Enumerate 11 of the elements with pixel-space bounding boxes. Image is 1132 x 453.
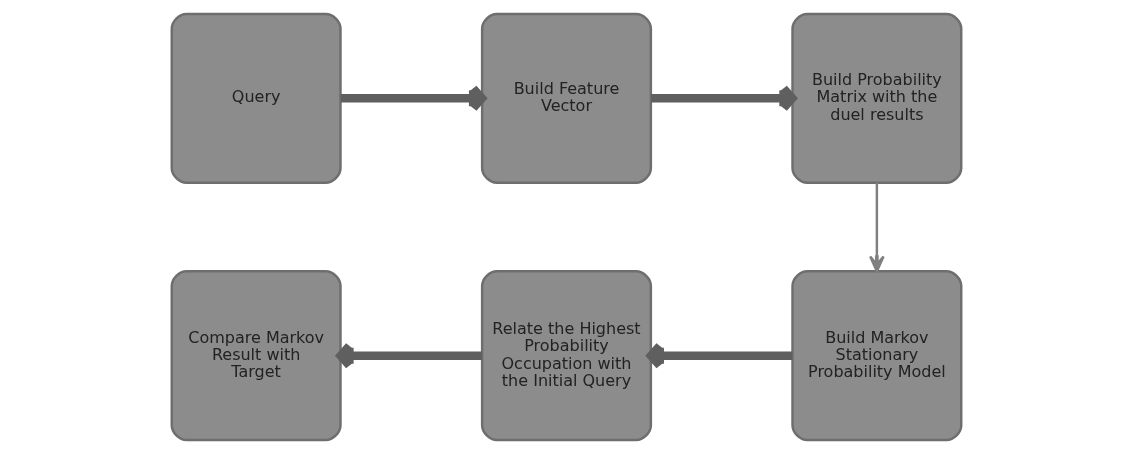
- arrow: [650, 83, 797, 112]
- node-box: Query: [170, 12, 342, 184]
- node-box: Compare Markov Result with Target: [170, 269, 342, 441]
- arrow: [335, 341, 482, 370]
- arrow: [868, 182, 885, 272]
- node-box: Build Probability Matrix with the duel results: [790, 12, 962, 184]
- arrow: [340, 83, 486, 112]
- node-box: Build Feature Vector: [480, 12, 652, 184]
- node-box: Relate the Highest Probability Occupation with the Initial Query: [480, 269, 652, 441]
- node-box: Build Markov Stationary Probability Model: [790, 269, 962, 441]
- arrow: [646, 341, 792, 370]
